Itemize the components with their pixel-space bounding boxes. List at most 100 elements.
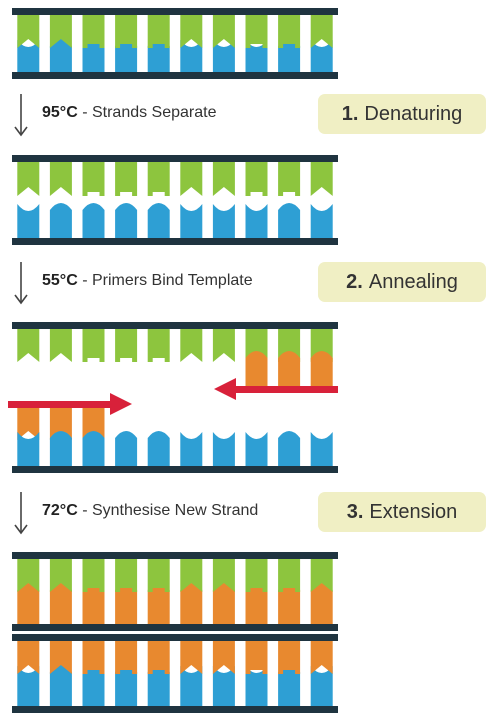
template-base	[115, 203, 138, 238]
arrow-down-icon	[14, 94, 28, 137]
step-badge: 3.Extension	[318, 492, 486, 532]
strand-base	[212, 162, 235, 196]
strand-base	[147, 162, 170, 196]
template-base	[245, 204, 268, 238]
strand-base	[82, 329, 105, 362]
new-strand-base	[245, 641, 268, 674]
strand-base	[278, 162, 301, 196]
new-strand-base	[310, 583, 333, 624]
template-base	[147, 39, 170, 72]
arrow-right-icon	[110, 393, 132, 415]
template-base	[17, 40, 40, 72]
template-base	[17, 666, 40, 706]
badge-label: Extension	[369, 500, 458, 523]
strand-base	[17, 329, 40, 362]
template-base	[212, 666, 235, 706]
strand-base	[49, 162, 72, 196]
arrow-left-icon	[214, 378, 236, 400]
step-denaturing: 95°C - Strands Separate 1.Denaturing	[0, 92, 494, 140]
new-strand-base	[49, 583, 72, 624]
step-badge: 2.Annealing	[318, 262, 486, 302]
strand-base	[278, 559, 301, 592]
strand-base	[115, 559, 138, 592]
dna-backbone	[12, 8, 338, 15]
strand-base	[180, 162, 203, 196]
template-base	[82, 203, 105, 238]
template-base	[82, 665, 105, 706]
strand-base	[278, 15, 301, 48]
new-strand-base	[245, 583, 268, 624]
template-base	[49, 39, 72, 72]
new-strand-base	[17, 641, 40, 674]
step-extension: 72°C - Synthesise New Strand 3.Extension	[0, 490, 494, 538]
badge-number: 2.	[346, 270, 363, 293]
step-text: - Primers Bind Template	[77, 272, 253, 289]
template-base	[278, 665, 301, 706]
strand-base	[49, 15, 72, 48]
template-base	[278, 203, 301, 238]
template-base	[180, 40, 203, 72]
primer-arrow-shaft	[8, 401, 114, 408]
strand-base	[212, 15, 235, 48]
template-base	[310, 666, 333, 706]
step-description: 55°C - Primers Bind Template	[42, 272, 253, 290]
strand-base	[115, 329, 138, 362]
new-strand-base	[49, 641, 72, 674]
strand-base	[180, 559, 203, 592]
template-base	[82, 39, 105, 72]
step-text: - Synthesise New Strand	[77, 502, 259, 519]
primer-base	[310, 351, 333, 388]
strand-base	[212, 559, 235, 592]
template-base	[180, 666, 203, 706]
template-base	[180, 432, 203, 466]
template-base	[17, 432, 40, 466]
template-base	[212, 432, 235, 466]
primer-base	[82, 408, 105, 440]
new-strand-base	[82, 583, 105, 624]
dna-backbone	[12, 466, 338, 473]
step-temperature: 55°C	[42, 272, 78, 289]
strand-base	[245, 559, 268, 592]
template-base	[245, 40, 268, 72]
primer-base	[49, 408, 72, 440]
primer-base	[278, 351, 301, 388]
strand-base	[180, 15, 203, 48]
template-base	[180, 204, 203, 238]
strand-base	[17, 559, 40, 592]
dna-backbone	[12, 624, 338, 631]
new-strand-base	[115, 583, 138, 624]
step-description: 72°C - Synthesise New Strand	[42, 502, 258, 520]
step-description: 95°C - Strands Separate	[42, 104, 217, 122]
template-base	[49, 203, 72, 238]
template-base	[147, 431, 170, 466]
template-base	[49, 431, 72, 466]
template-base	[310, 204, 333, 238]
template-base	[278, 39, 301, 72]
badge-label: Annealing	[368, 270, 458, 293]
strand-base	[147, 559, 170, 592]
template-base	[245, 432, 268, 466]
strand-base	[245, 15, 268, 48]
strand-base	[310, 15, 333, 48]
strand-base	[49, 329, 72, 362]
step-annealing: 55°C - Primers Bind Template 2.Annealing	[0, 260, 494, 308]
new-strand-base	[310, 641, 333, 674]
arrow-down-icon	[14, 492, 28, 535]
template-base	[115, 39, 138, 72]
strand-base	[82, 162, 105, 196]
new-strand-base	[212, 583, 235, 624]
template-base	[115, 665, 138, 706]
strand-base	[82, 15, 105, 48]
badge-number: 1.	[341, 102, 359, 125]
new-strand-base	[147, 583, 170, 624]
template-base	[115, 431, 138, 466]
strand-base	[147, 329, 170, 362]
strand-base	[147, 15, 170, 48]
template-base	[310, 432, 333, 466]
arrow-down-icon	[14, 262, 28, 305]
dna-backbone	[12, 552, 338, 559]
template-base	[49, 665, 72, 706]
strand-base	[212, 329, 235, 362]
strand-base	[245, 162, 268, 196]
